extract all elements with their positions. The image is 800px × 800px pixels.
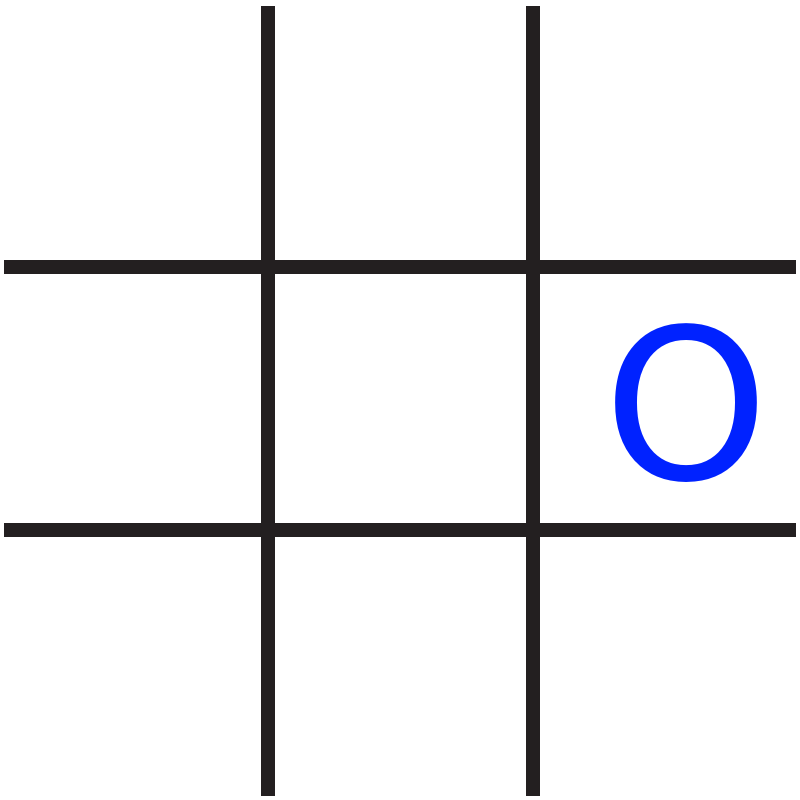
cell-center[interactable] bbox=[275, 274, 526, 523]
cell-top-right[interactable] bbox=[540, 6, 796, 260]
cell-bottom-left[interactable] bbox=[4, 537, 261, 796]
grid-line-vertical-left bbox=[261, 6, 275, 796]
cell-middle-left[interactable] bbox=[4, 274, 261, 523]
cell-bottom-center[interactable] bbox=[275, 537, 526, 796]
cell-top-left[interactable] bbox=[4, 6, 261, 260]
cell-middle-right[interactable]: O bbox=[540, 274, 796, 523]
o-mark: O bbox=[603, 283, 769, 529]
grid-line-horizontal-top bbox=[4, 260, 796, 274]
cell-bottom-right[interactable] bbox=[540, 537, 796, 796]
grid-line-vertical-right bbox=[526, 6, 540, 796]
grid-line-horizontal-bottom bbox=[4, 523, 796, 537]
cell-top-center[interactable] bbox=[275, 6, 526, 260]
